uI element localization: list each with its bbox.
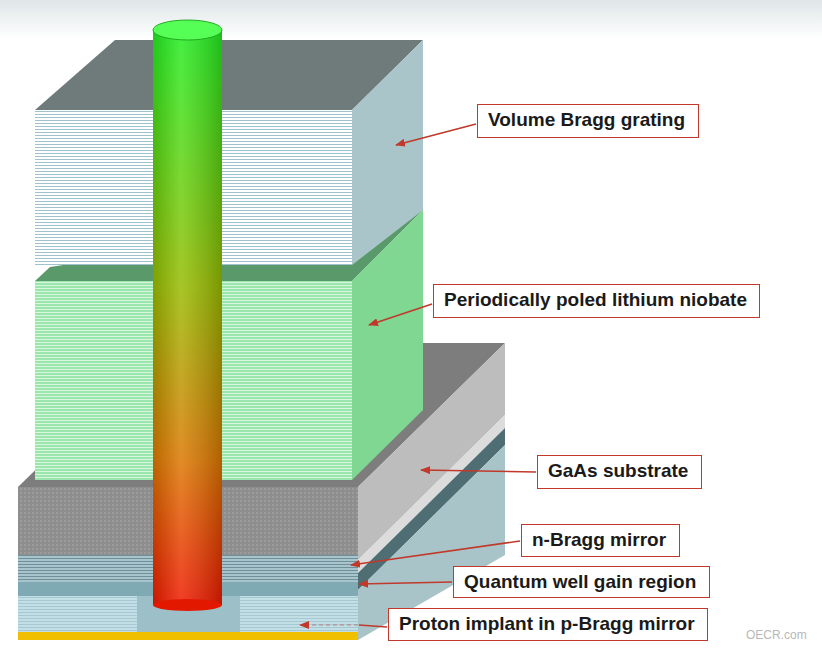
callout-text: Volume Bragg grating (488, 109, 688, 131)
callout-text: GaAs substrate (548, 460, 691, 482)
callout-box: Proton implant in p-Bragg mirror (388, 608, 708, 641)
callout-box: Volume Bragg grating (477, 104, 699, 138)
callout-text: n-Bragg mirror (532, 529, 669, 551)
watermark: OECR.com (746, 628, 807, 642)
callout-text: Periodically poled lithium niobate (444, 289, 749, 311)
callout-box: Quantum well gain region (453, 566, 710, 598)
callout-text: Proton implant in p-Bragg mirror (399, 613, 697, 635)
callout-box: n-Bragg mirror (521, 524, 680, 557)
callout-text: Quantum well gain region (464, 571, 699, 593)
callout-box: Periodically poled lithium niobate (433, 284, 760, 318)
leader-lines (300, 124, 536, 627)
callout-box: GaAs substrate (537, 455, 702, 489)
